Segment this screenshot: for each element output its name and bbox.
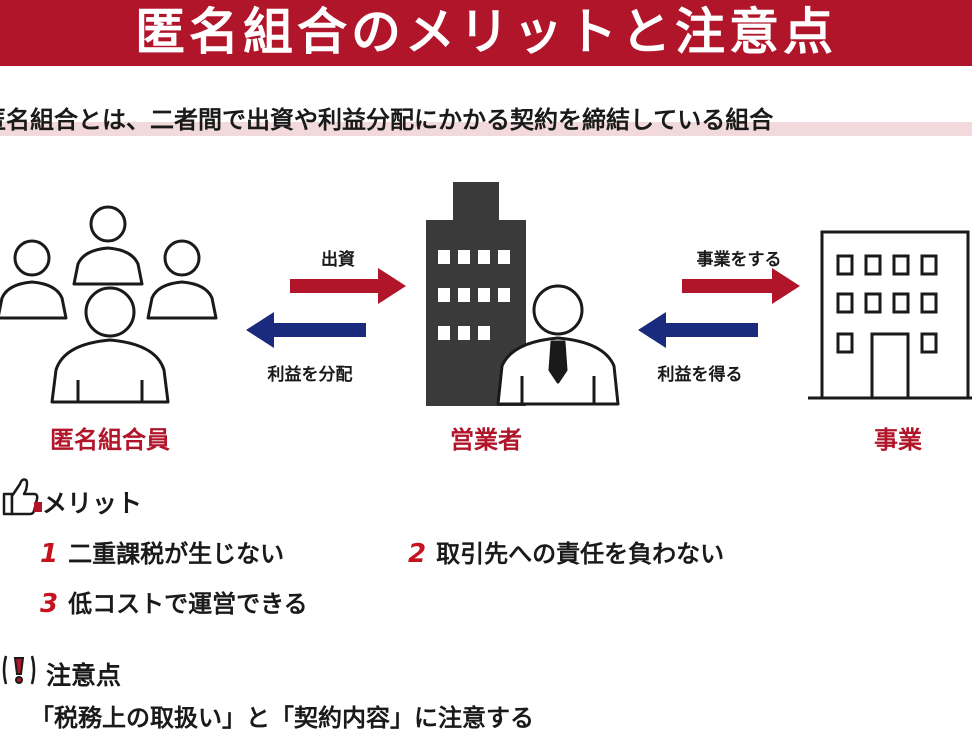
merit-text: 低コストで運営できる xyxy=(68,590,308,618)
investment-label: 出資 xyxy=(321,250,355,270)
obtain-profit-label: 利益を得る xyxy=(657,365,743,385)
do-business-arrow xyxy=(682,268,800,304)
operator-label: 営業者 xyxy=(450,426,522,454)
members-label: 匿名組合員 xyxy=(50,426,170,454)
businessman-icon xyxy=(496,284,620,406)
obtain-profit-arrow xyxy=(638,312,758,348)
cautions-text: 「税務上の取扱い」と「契約内容」に注意する xyxy=(30,704,534,732)
thumbs-up-icon xyxy=(2,478,42,516)
investment-arrow xyxy=(290,268,406,304)
warning-exclamation-icon xyxy=(2,655,36,685)
merit-text: 取引先への責任を負わない xyxy=(436,540,725,568)
merit-number: 2 xyxy=(408,539,427,569)
intro-text: 匿名組合とは、二者間で出資や利益分配にかかる契約を締結している組合 xyxy=(0,106,774,134)
business-building-icon xyxy=(808,230,972,400)
merit-item-1: 1 二重課税が生じない xyxy=(40,534,284,569)
profit-distribution-label: 利益を分配 xyxy=(267,365,353,385)
intro: 匿名組合とは、二者間で出資や利益分配にかかる契約を締結している組合 xyxy=(0,98,972,138)
merit-item-2: 2 取引先への責任を負わない xyxy=(408,534,724,569)
members-people-icon xyxy=(0,205,218,404)
profit-distribution-arrow xyxy=(246,312,366,348)
merit-text: 二重課税が生じない xyxy=(68,540,285,568)
intro-highlight xyxy=(0,122,972,136)
merits-heading: メリット xyxy=(42,489,143,518)
title-banner: 匿名組合のメリットと注意点 xyxy=(0,0,972,66)
structure-diagram xyxy=(0,182,972,406)
page-title: 匿名組合のメリットと注意点 xyxy=(135,3,837,61)
do-business-label: 事業をする xyxy=(696,250,782,270)
merit-number: 3 xyxy=(40,589,59,619)
business-label: 事業 xyxy=(874,426,922,454)
cautions-heading: 注意点 xyxy=(46,661,122,690)
merit-number: 1 xyxy=(40,539,59,569)
merit-item-3: 3 低コストで運営できる xyxy=(40,584,308,619)
